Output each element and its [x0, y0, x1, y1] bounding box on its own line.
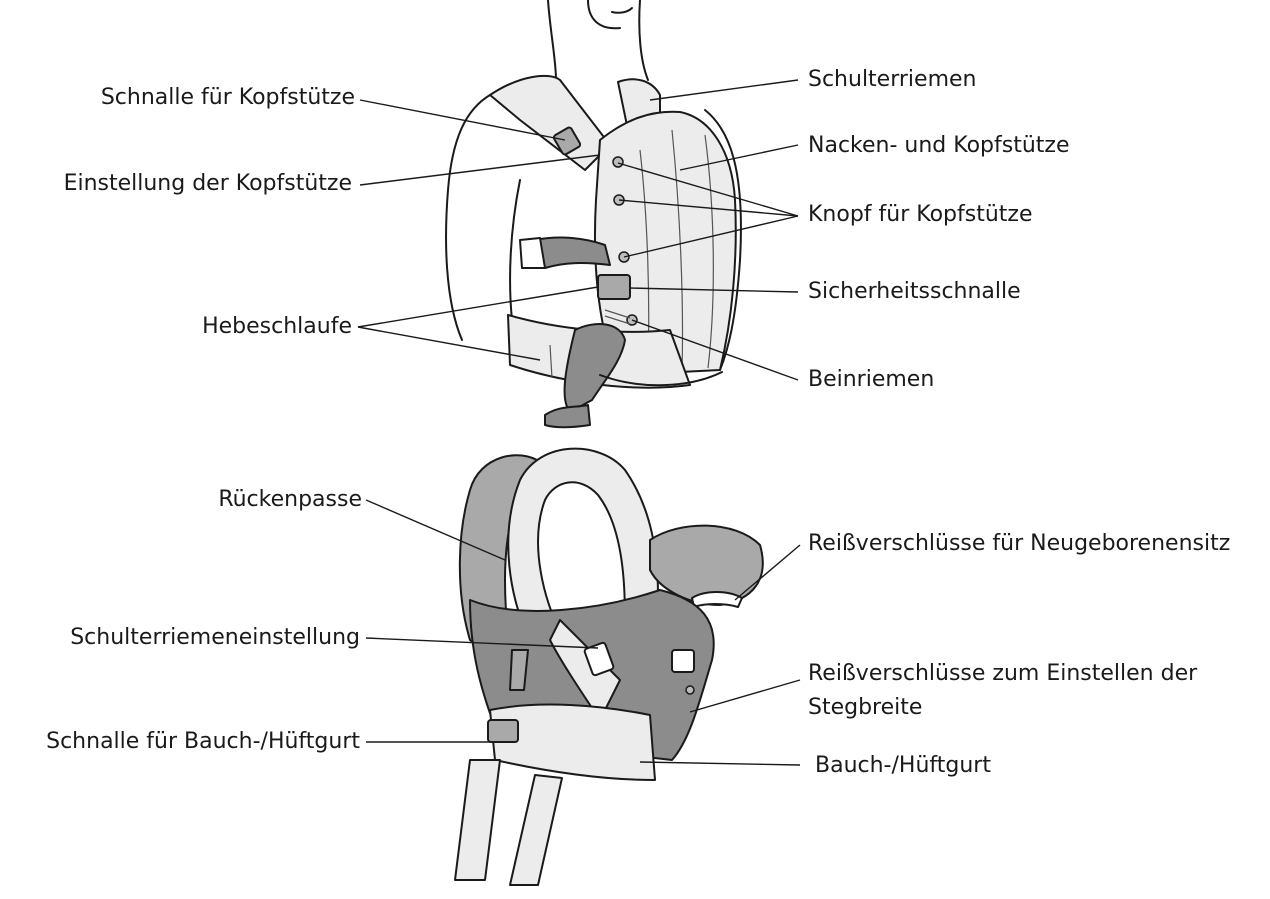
- waist-belt-buckle: [487, 719, 519, 743]
- carrier-base: [599, 371, 723, 387]
- label-shoulder-strap-adjustment: Schulterriemeneinstellung: [70, 625, 360, 650]
- label-headrest-adjustment: Einstellung der Kopfstütze: [63, 171, 352, 196]
- baby-arm: [534, 236, 611, 269]
- wearer-neck-right: [638, 0, 649, 81]
- label-neck-headrest: Nacken- und Kopfstütze: [808, 133, 1070, 158]
- label-newborn-zippers: Reißverschlüsse für Neugeborenensitz: [808, 531, 1231, 556]
- carrier-body: [594, 110, 737, 376]
- back-view-illustration: [454, 447, 764, 886]
- baby-hand: [519, 237, 546, 269]
- label-back-yoke: Rückenpasse: [218, 487, 362, 512]
- safety-buckle: [597, 274, 631, 300]
- wearer-right-torso: [704, 109, 742, 371]
- label-shoulder-strap: Schulterriemen: [808, 67, 977, 92]
- label-headrest-button: Knopf für Kopfstütze: [808, 202, 1033, 227]
- label-waist-belt-buckle: Schnalle für Bauch-/Hüftgurt: [46, 729, 360, 754]
- label-leg-strap: Beinriemen: [808, 367, 935, 392]
- width-zipper-dot: [685, 685, 695, 695]
- front-view-illustration: [445, 0, 742, 429]
- baby-leg: [563, 323, 626, 413]
- hanging-strap-left: [454, 759, 501, 881]
- label-headrest-buckle: Schnalle für Kopfstütze: [100, 85, 355, 110]
- label-width-zippers-line2: Stegbreite: [808, 695, 923, 720]
- label-waist-belt: Bauch-/Hüftgurt: [815, 753, 991, 778]
- headrest-panel: [649, 524, 764, 606]
- label-lifting-loop: Hebeschlaufe: [202, 314, 352, 339]
- wearer-mouth: [611, 7, 633, 14]
- label-safety-buckle: Sicherheitsschnalle: [808, 279, 1021, 304]
- wearer-neck-left: [547, 0, 557, 81]
- shoulder-adjust-buckle: [583, 641, 615, 677]
- hanging-strap-right: [509, 774, 563, 886]
- wearer-left-torso: [509, 179, 521, 321]
- leader-lines: [357, 79, 801, 766]
- wearer-left-arm: [445, 94, 491, 341]
- wearer-chin: [587, 0, 621, 30]
- label-width-zippers-line1: Reißverschlüsse zum Einstellen der: [808, 661, 1198, 686]
- newborn-zipper: [691, 591, 743, 608]
- headrest-buckle: [552, 126, 582, 156]
- back-waist-belt: [489, 703, 656, 781]
- side-buckle: [671, 649, 695, 673]
- headrest-button-1: [612, 156, 624, 168]
- baby-foot: [544, 404, 591, 429]
- hanging-tab: [509, 649, 529, 691]
